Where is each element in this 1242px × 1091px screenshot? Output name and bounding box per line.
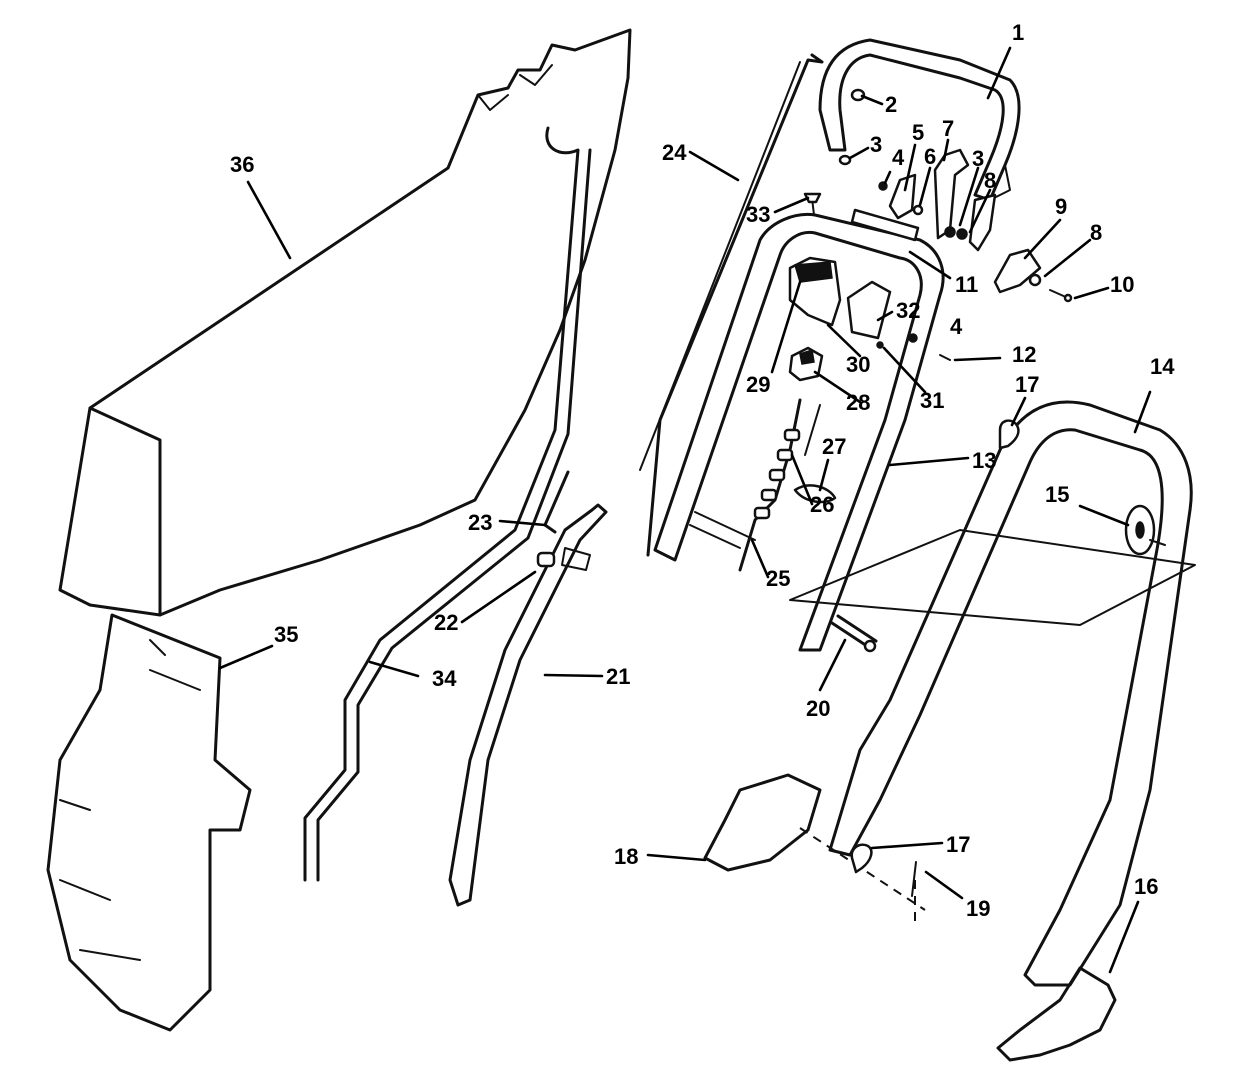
part-13-handle-frame (653, 212, 945, 652)
part-10-screw (1049, 289, 1073, 303)
callout-4-a: 4 (892, 145, 905, 170)
part-11-bar (850, 208, 920, 242)
callout-32: 32 (896, 298, 920, 323)
callout-9: 9 (1055, 194, 1067, 219)
part-16-bracket (996, 966, 1117, 1062)
part-36-grass-bag (58, 28, 632, 617)
callout-21: 21 (606, 664, 630, 689)
part-8-spring-plate (968, 193, 997, 252)
callout-34: 34 (432, 666, 457, 691)
callout-11: 11 (955, 272, 978, 297)
part-6-washer (912, 204, 924, 216)
callout-1: 1 (1012, 20, 1024, 45)
callout-6: 6 (924, 144, 936, 169)
part-28-switch (788, 346, 824, 382)
callout-29: 29 (746, 372, 770, 397)
part-3-washer-b (944, 226, 968, 240)
part-12-screw (939, 354, 951, 361)
callout-22: 22 (434, 610, 458, 635)
callout-18: 18 (614, 844, 638, 869)
part-22-cap (536, 551, 556, 568)
callout-15: 15 (1045, 482, 1069, 507)
part-1-upper-handle (818, 38, 1021, 202)
callout-3-b: 3 (972, 146, 984, 171)
callout-23: 23 (468, 510, 492, 535)
callout-labels: 1 2 3 4 5 6 7 3 8 9 8 10 11 32 4 12 17 1… (230, 20, 1175, 921)
callout-35: 35 (274, 622, 298, 647)
callout-3-a: 3 (870, 132, 882, 157)
callout-12: 12 (1012, 342, 1036, 367)
part-20-bolt (830, 614, 878, 653)
callout-27: 27 (822, 434, 846, 459)
part-7-latch (933, 148, 970, 240)
callout-2: 2 (885, 92, 897, 117)
callout-8-a: 8 (984, 168, 996, 193)
callout-20: 20 (806, 696, 830, 721)
part-24-rod (639, 53, 824, 557)
part-4-nut-b (908, 333, 918, 343)
callout-13: 13 (972, 448, 996, 473)
callout-24: 24 (662, 140, 687, 165)
callout-33: 33 (746, 202, 770, 227)
callout-5: 5 (912, 120, 924, 145)
part-31-screw (876, 341, 884, 349)
callout-4-b: 4 (950, 314, 963, 339)
assembly-lines (789, 529, 1196, 925)
part-3-washer-a (838, 154, 852, 166)
part-9-lever (993, 248, 1042, 294)
part-18-bracket (703, 773, 822, 872)
part-17-fitting-upper (998, 419, 1020, 450)
part-15-knob (1124, 504, 1166, 556)
part-17-fitting-lower (850, 843, 873, 874)
part-35-deflector (46, 613, 252, 1032)
part-34-support-rod (303, 126, 592, 882)
callout-28: 28 (846, 390, 870, 415)
callout-36: 36 (230, 152, 254, 177)
callout-7: 7 (942, 116, 954, 141)
part-14-lower-handle (828, 400, 1193, 987)
part-5-plate (888, 173, 917, 220)
callout-19: 19 (966, 896, 990, 921)
callout-8-b: 8 (1090, 220, 1102, 245)
part-21-control-rod (448, 503, 608, 907)
part-2-washer (850, 88, 866, 102)
callout-25: 25 (766, 566, 790, 591)
part-8-washer (1028, 273, 1042, 287)
callout-31: 31 (920, 388, 944, 413)
callout-30: 30 (846, 352, 870, 377)
leader-lines (218, 46, 1152, 974)
callout-17-b: 17 (946, 832, 970, 857)
callout-14: 14 (1150, 354, 1175, 379)
callout-10: 10 (1110, 272, 1134, 297)
part-32-cover (846, 280, 892, 340)
callout-16: 16 (1134, 874, 1158, 899)
part-19-cotter-pin (911, 861, 917, 897)
callout-17-a: 17 (1015, 372, 1039, 397)
callout-26: 26 (810, 492, 834, 517)
